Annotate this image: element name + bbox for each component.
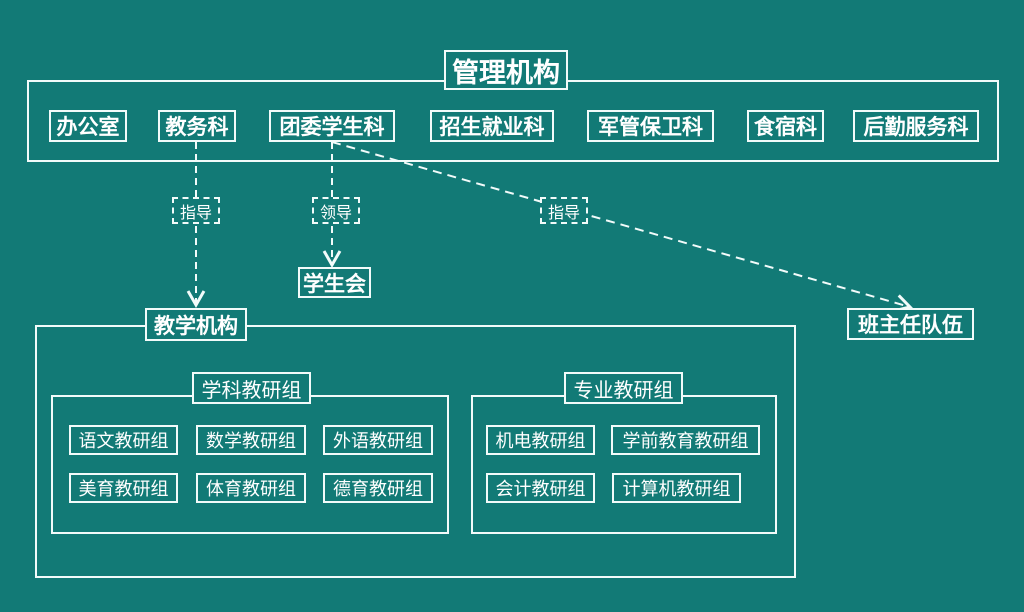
dept-youth-league-student: 团委学生科 bbox=[269, 110, 395, 142]
relation-label-lead: 领导 bbox=[312, 197, 360, 224]
dept-security: 军管保卫科 bbox=[587, 110, 714, 142]
subject-group-frame bbox=[51, 395, 449, 534]
group-moral: 德育教研组 bbox=[323, 473, 433, 503]
dept-dining-lodging: 食宿科 bbox=[747, 110, 824, 142]
group-accounting: 会计教研组 bbox=[486, 473, 595, 503]
student-union-box: 学生会 bbox=[298, 267, 371, 298]
group-pe: 体育教研组 bbox=[196, 473, 306, 503]
group-math: 数学教研组 bbox=[196, 425, 306, 455]
relation-label-guide: 指导 bbox=[172, 197, 220, 224]
teaching-title: 教学机构 bbox=[145, 308, 247, 341]
group-chinese: 语文教研组 bbox=[69, 425, 178, 455]
group-preschool-education: 学前教育教研组 bbox=[611, 425, 760, 455]
group-electromechanical: 机电教研组 bbox=[486, 425, 595, 455]
management-title: 管理机构 bbox=[444, 50, 568, 90]
dept-logistics: 后勤服务科 bbox=[853, 110, 979, 142]
dept-academic-affairs: 教务科 bbox=[158, 110, 236, 142]
group-foreign-language: 外语教研组 bbox=[323, 425, 433, 455]
group-computer: 计算机教研组 bbox=[612, 473, 741, 503]
subject-group-title: 学科教研组 bbox=[192, 372, 311, 404]
arrow-tuanwei-to-class-teachers bbox=[331, 141, 913, 313]
class-teachers-box: 班主任队伍 bbox=[847, 308, 974, 340]
dept-office: 办公室 bbox=[49, 110, 127, 142]
group-arts: 美育教研组 bbox=[69, 473, 178, 503]
major-group-frame bbox=[471, 395, 777, 534]
teaching-frame bbox=[35, 325, 796, 578]
relation-label-guide-2: 指导 bbox=[540, 197, 588, 224]
dept-admission-employment: 招生就业科 bbox=[430, 110, 554, 142]
major-group-title: 专业教研组 bbox=[564, 372, 683, 404]
